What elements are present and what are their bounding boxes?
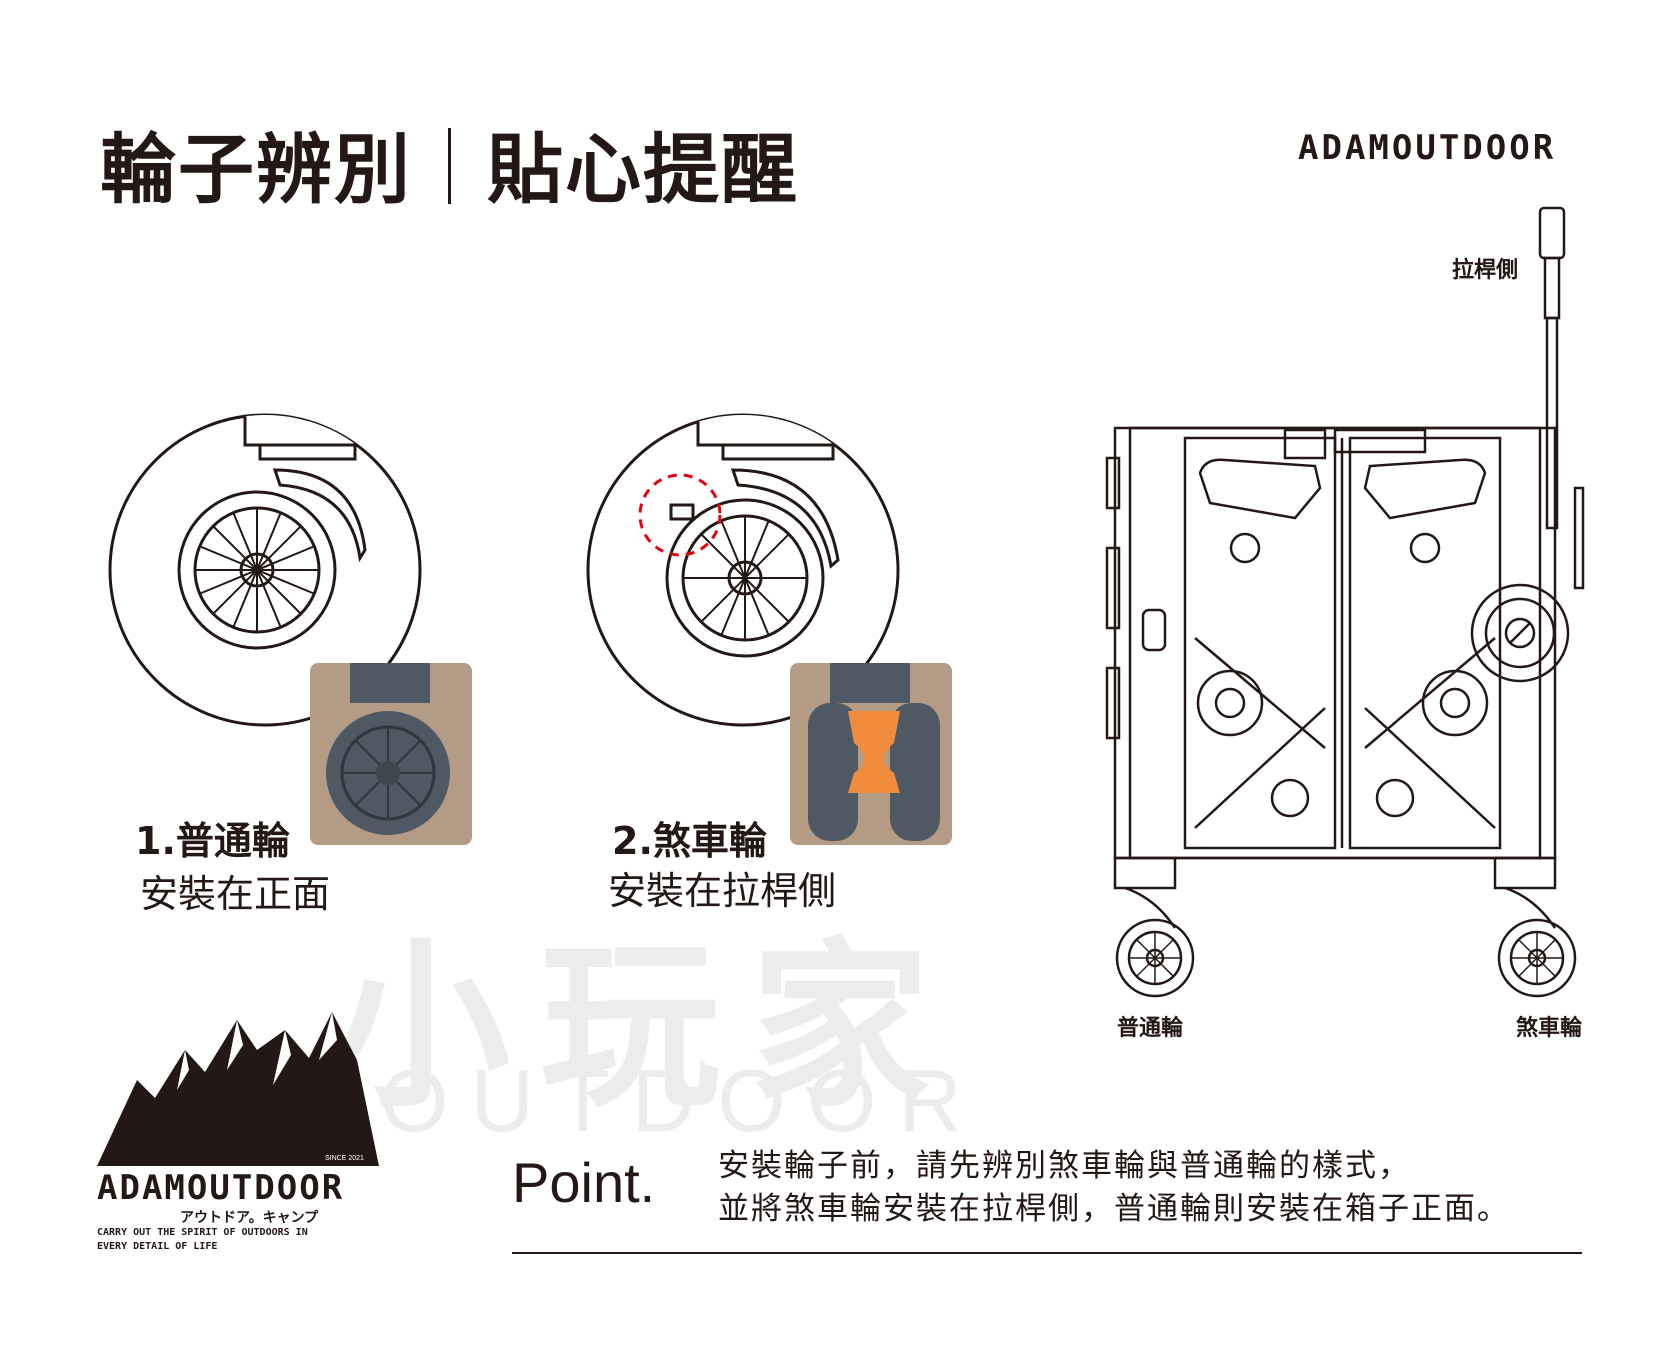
normal-wheel-label: 1.普通輪 — [135, 819, 290, 863]
mountain-logo — [97, 1012, 379, 1166]
brand-wordmark: ADAMOUTDOOR — [1298, 128, 1557, 168]
brake-wheel-illustration — [586, 413, 900, 727]
logo-since: SINCE 2021 — [325, 1155, 364, 1162]
logo-japanese: アウトドア。キャンプ — [180, 1210, 319, 1226]
point-heading: Point. — [512, 1151, 656, 1214]
logo-brand: ADAMOUTDOOR — [97, 1168, 345, 1208]
cart-diagram — [1105, 206, 1585, 998]
watermark-text: 小玩家 — [330, 923, 961, 1132]
normal-wheel-illustration — [108, 413, 422, 727]
brake-wheel-description: 安裝在拉桿側 — [608, 869, 837, 913]
point-line-2: 並將煞車輪安裝在拉桿側，普通輪則安裝在箱子正面。 — [718, 1191, 1510, 1227]
page-title: 輪子辨別貼心提醒 — [100, 128, 799, 208]
title-right: 貼心提醒 — [487, 125, 799, 214]
point-line-1: 安裝輪子前，請先辨別煞車輪與普通輪的樣式， — [718, 1148, 1411, 1184]
brake-highlight-circle — [638, 473, 722, 557]
normal-wheel-photo — [310, 663, 472, 845]
logo-tagline-2: EVERY DETAIL OF LIFE — [97, 1241, 218, 1252]
watermark-subtext: OUTDOOR — [380, 1051, 984, 1150]
bottom-divider — [512, 1252, 1582, 1254]
brake-wheel-photo — [790, 663, 952, 845]
title-left: 輪子辨別 — [100, 125, 412, 214]
normal-wheel-description: 安裝在正面 — [140, 872, 331, 916]
brake-wheel-label: 2.煞車輪 — [612, 819, 767, 863]
logo-tagline-1: CARRY OUT THE SPIRIT OF OUTDOORS IN — [97, 1227, 308, 1238]
handle-side-label: 拉桿側 — [1452, 258, 1519, 283]
title-divider — [448, 128, 451, 204]
cart-right-wheel-label: 煞車輪 — [1516, 1016, 1583, 1041]
cart-left-wheel-label: 普通輪 — [1117, 1016, 1184, 1041]
